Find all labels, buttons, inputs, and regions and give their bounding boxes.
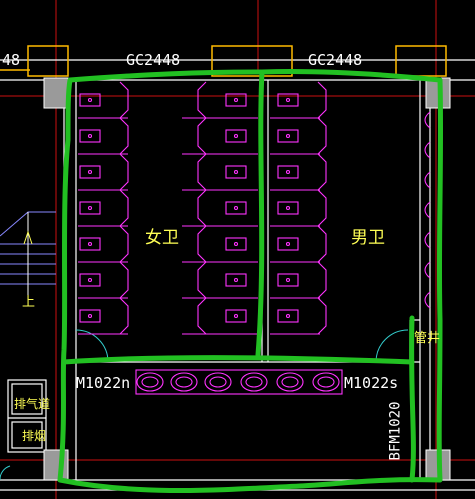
toilet-stall: [277, 297, 327, 335]
door-label-right: M1022s: [344, 374, 399, 392]
toilet-stall: [197, 225, 247, 263]
exhaust-duct-label: 排气道: [14, 397, 51, 411]
toilet-fixtures: [78, 81, 327, 335]
green-markup: [57, 68, 444, 493]
pipe-shaft-label: 管井: [414, 331, 441, 346]
wash-basin: [204, 372, 232, 392]
toilet-stall: [79, 117, 129, 155]
door-swings: [0, 329, 409, 481]
toilet-stall: [197, 297, 247, 335]
smoke-duct-label: 排烟: [22, 429, 47, 443]
window-label-left-cut: 48: [2, 51, 21, 69]
wash-basins: [135, 369, 343, 395]
toilet-stall: [277, 261, 327, 299]
basin-counter: [135, 369, 343, 395]
wash-basin: [312, 372, 340, 392]
window-label-1: GC2448: [126, 51, 181, 69]
wash-basin: [240, 372, 268, 392]
toilet-stall: [277, 189, 327, 227]
room-label-women: 女卫: [145, 228, 179, 248]
toilet-stall: [79, 153, 129, 191]
toilet-stall: [79, 189, 129, 227]
window-label-2: GC2448: [308, 51, 363, 69]
urinal: [424, 291, 431, 309]
door-label-left: M1022n: [76, 374, 131, 392]
wash-basin: [136, 372, 164, 392]
wash-basin: [170, 372, 198, 392]
toilet-stall: [79, 225, 129, 263]
toilet-stall: [197, 261, 247, 299]
walls: [0, 59, 475, 491]
urinal: [424, 171, 431, 189]
toilet-stall: [79, 261, 129, 299]
urinals: [424, 111, 431, 309]
toilet-stall: [197, 189, 247, 227]
toilet-stall: [197, 153, 247, 191]
urinal: [424, 201, 431, 219]
stair-up-label: 上: [22, 295, 36, 310]
toilet-stall: [277, 81, 327, 119]
wash-basin: [276, 372, 304, 392]
stair: [0, 211, 56, 300]
toilet-stall: [197, 117, 247, 155]
toilet-stall: [79, 81, 129, 119]
toilet-stall: [277, 153, 327, 191]
toilet-stall: [277, 117, 327, 155]
urinal: [424, 261, 431, 279]
toilet-stall: [79, 297, 129, 335]
urinal: [424, 231, 431, 249]
door-label-fire: BFM1020: [387, 401, 404, 461]
room-label-men: 男卫: [351, 228, 385, 248]
urinal: [424, 111, 431, 129]
urinal: [424, 141, 431, 159]
toilet-stall: [277, 225, 327, 263]
toilet-stall: [197, 81, 247, 119]
